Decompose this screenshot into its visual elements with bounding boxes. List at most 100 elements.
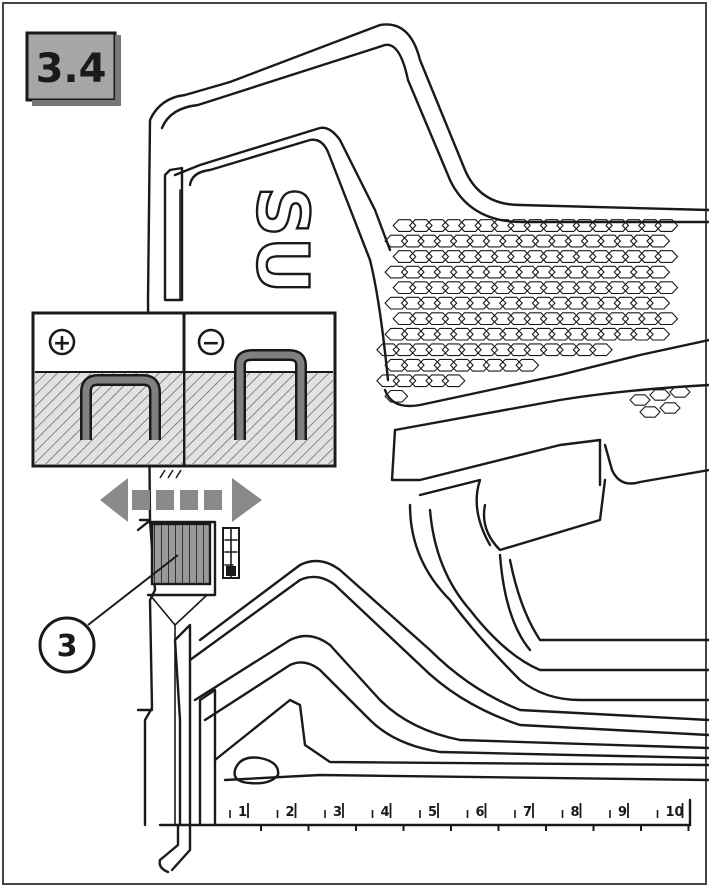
hex-cell [580, 296, 605, 310]
hex-cell [572, 281, 597, 295]
double-arrow-icon [100, 469, 262, 522]
adjustment-wheel-icon [136, 520, 217, 826]
hex-cell [400, 358, 425, 372]
hex-cell [457, 250, 482, 263]
callout-number: 3 [57, 629, 78, 664]
hex-cell [531, 296, 556, 310]
ruler-mark-1: 1 [238, 805, 247, 820]
hex-cell [515, 234, 540, 248]
callout: 3 [38, 554, 179, 674]
ruler-mark-7: 7 [523, 805, 532, 820]
wood-right [186, 372, 333, 464]
hex-cell [556, 219, 581, 232]
hex-cell [384, 296, 409, 310]
hex-cell [531, 327, 556, 341]
hex-cell [597, 296, 622, 310]
hex-cell [580, 265, 605, 279]
hex-cell [613, 296, 638, 310]
hex-cell [572, 312, 597, 326]
hex-cell [392, 343, 417, 357]
hex-cell [441, 312, 466, 326]
hex-cell [523, 250, 548, 263]
hex-cell [646, 327, 671, 341]
ruler-mark-4: 4 [381, 805, 390, 820]
hex-cell [457, 219, 482, 232]
hex-cell [605, 219, 630, 232]
hex-cell [597, 327, 622, 341]
hex-cell [654, 281, 679, 295]
section-label: 3.4 [36, 46, 107, 92]
hex-cell [621, 281, 646, 295]
hex-cell [629, 394, 651, 406]
hex-cell [646, 265, 671, 279]
ruler-baseline-mark [450, 826, 452, 831]
hex-cell [498, 265, 523, 279]
hex-cell [572, 219, 597, 232]
hex-cell [654, 312, 679, 326]
hex-cell [490, 219, 515, 232]
hex-cell [637, 219, 662, 232]
hex-cell [449, 358, 474, 372]
hex-cell [629, 296, 654, 310]
hex-cell [441, 374, 466, 388]
hex-cell [474, 281, 499, 295]
hex-cell [621, 219, 646, 232]
hex-cell [605, 250, 630, 263]
hex-cell [425, 281, 450, 295]
hex-cell [482, 327, 507, 341]
ruler-baseline-mark [307, 826, 310, 831]
ruler-mark-5: 5 [428, 805, 437, 820]
hex-cell [441, 250, 466, 263]
hex-cell [597, 234, 622, 248]
hex-cell [646, 234, 671, 248]
hex-cell [441, 219, 466, 232]
hex-cell [556, 312, 581, 326]
ruler-mark-6: 6 [476, 805, 485, 820]
depth-adjust-panel: + − [31, 311, 337, 468]
hex-cell [392, 374, 417, 388]
hex-cell [498, 296, 523, 310]
hex-cell [408, 250, 433, 263]
hex-cell [588, 312, 613, 326]
hex-cell [669, 386, 691, 398]
hex-cell [564, 234, 589, 248]
hex-cell [531, 234, 556, 248]
hex-cell [564, 296, 589, 310]
hex-cell [425, 312, 450, 326]
hex-cell [482, 358, 507, 372]
hex-cell [449, 265, 474, 279]
hex-cell [449, 296, 474, 310]
ruler-mark-9: 9 [618, 805, 627, 820]
staple-shallow [236, 351, 305, 440]
hex-cell [482, 234, 507, 248]
hex-cell [417, 234, 442, 248]
hex-cell [588, 343, 613, 357]
hex-cell [425, 250, 450, 263]
hex-cell [482, 265, 507, 279]
hex-cell [417, 358, 442, 372]
hex-cell [548, 296, 573, 310]
hex-cell [400, 327, 425, 341]
plus-symbol: + [53, 331, 71, 356]
hex-cell [490, 250, 515, 263]
hex-cell [384, 265, 409, 279]
stapler-body [136, 23, 709, 874]
hex-cell [539, 312, 564, 326]
hex-cell [507, 312, 532, 326]
hex-cell [649, 389, 671, 401]
hex-cell [539, 250, 564, 263]
hex-cell [457, 343, 482, 357]
hex-cell [433, 234, 458, 248]
ruler-mark-3: 3 [333, 805, 342, 820]
hex-cell [490, 281, 515, 295]
ruler-baseline-mark [640, 826, 642, 831]
hex-cell [556, 343, 581, 357]
hex-cell [417, 265, 442, 279]
hex-cell [523, 281, 548, 295]
hex-cell [449, 327, 474, 341]
hex-cell [433, 265, 458, 279]
hex-cell [613, 265, 638, 279]
